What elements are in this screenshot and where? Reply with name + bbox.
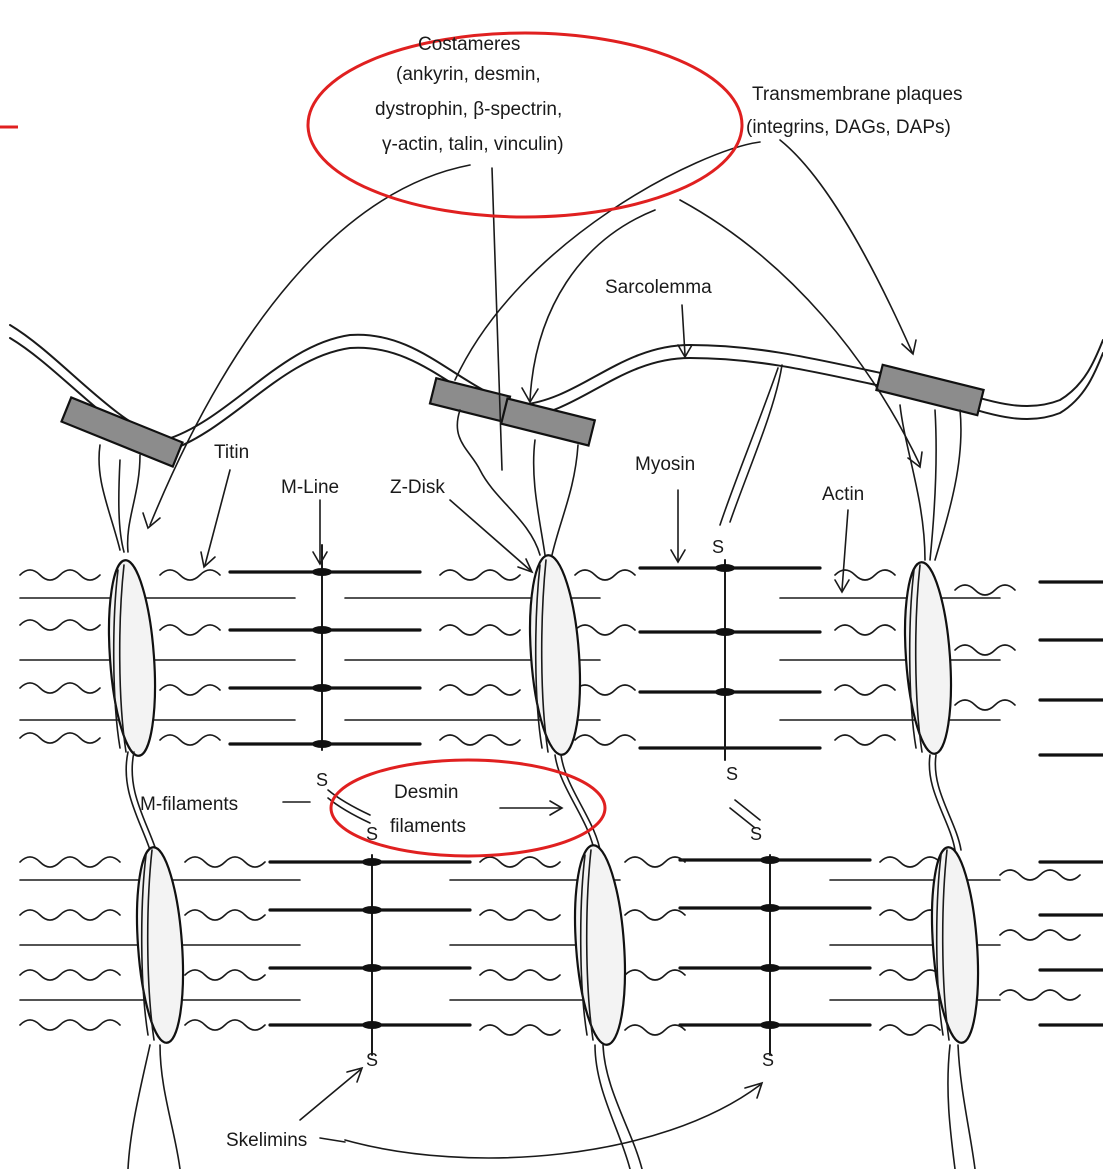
z-disk-top-1: [103, 559, 161, 758]
s-marker-middle-bottom: S: [750, 824, 762, 844]
z-disk-bottom-2: [569, 844, 631, 1047]
transmembrane-plaque-3: [501, 398, 595, 445]
actin-label: Actin: [822, 484, 864, 505]
costameres-label-line2: (ankyrin, desmin,: [396, 64, 541, 85]
s-marker-m-filament-bottom: S: [366, 824, 378, 844]
highlight-annotations: [0, 33, 742, 856]
m-filaments-label: M-filaments: [140, 794, 238, 815]
costameres-label-line3: dystrophin, β-spectrin,: [375, 99, 562, 120]
desmin-label-line2: filaments: [390, 816, 466, 837]
desmin-label-line1: Desmin: [394, 782, 458, 803]
m-line-label: M-Line: [281, 477, 339, 498]
myosin-label: Myosin: [635, 454, 695, 475]
z-disk-top-2: [524, 554, 586, 757]
titin-label: Titin: [214, 442, 249, 463]
costameres-label-line1: Costameres: [418, 34, 520, 55]
z-disk-bottom-3: [926, 846, 984, 1045]
z-disk-label: Z-Disk: [390, 477, 445, 498]
s-marker-middle-top: S: [726, 764, 738, 784]
z-disk-top-3: [899, 561, 956, 756]
s-marker-m-filament-top: S: [316, 770, 328, 790]
skelimins-label: Skelimins: [226, 1130, 307, 1151]
transmembrane-plaque-4: [876, 365, 983, 415]
s-marker-myosin: S: [712, 537, 724, 557]
transmembrane-plaque-1: [61, 397, 182, 466]
costameres-highlight-ellipse: [308, 33, 742, 217]
transmembrane-label-line1: Transmembrane plaques: [752, 84, 963, 105]
sarcolemma-label: Sarcolemma: [605, 277, 712, 298]
transmembrane-plaque-2: [430, 378, 510, 422]
transmembrane-label-line2: (integrins, DAGs, DAPs): [746, 117, 951, 138]
z-disk-bottom-1: [131, 846, 189, 1045]
s-marker-bottom-left: S: [366, 1050, 378, 1070]
costameres-label-line4: γ-actin, talin, vinculin): [382, 134, 564, 155]
s-marker-bottom-right: S: [762, 1050, 774, 1070]
